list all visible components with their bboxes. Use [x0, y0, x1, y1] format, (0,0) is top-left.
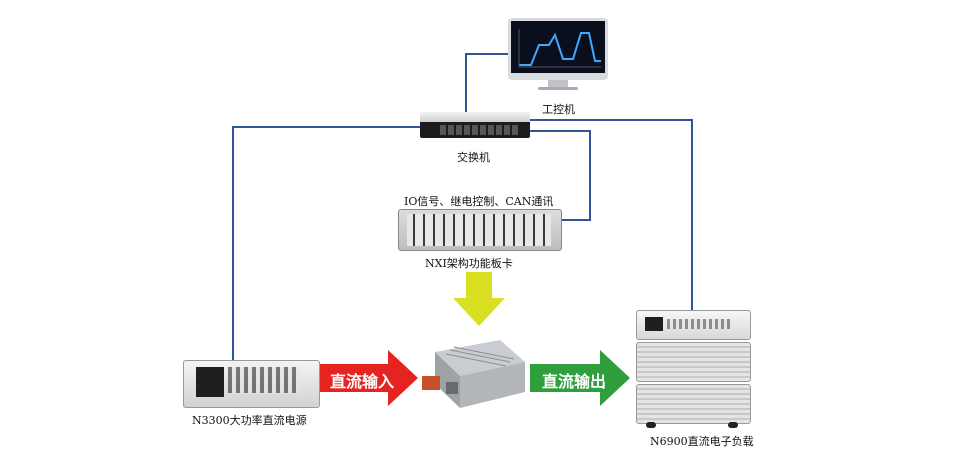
- input-arrow-label: 直流输入: [330, 372, 395, 391]
- monitor-base: [538, 87, 578, 90]
- link-switch-load: [530, 119, 693, 310]
- output-arrow-label: 直流输出: [542, 372, 607, 391]
- network-switch: [420, 112, 530, 138]
- dut-module: [420, 332, 530, 412]
- link-switch-power: [232, 126, 424, 360]
- ipc-monitor: [508, 18, 608, 90]
- switch-label: 交换机: [457, 151, 490, 164]
- nxi-label: NXI架构功能板卡: [425, 257, 513, 270]
- power-supply: [183, 360, 320, 408]
- load-label: N6900直流电子负载: [650, 435, 754, 448]
- power-supply-label: N3300大功率直流电源: [192, 414, 307, 427]
- monitor-screen: [508, 18, 608, 80]
- ipc-label: 工控机: [542, 103, 575, 116]
- nxi-top-label: IO信号、继电控制、CAN通讯: [404, 195, 554, 208]
- monitor-stand: [548, 80, 568, 88]
- link-switch-ipc: [465, 53, 512, 112]
- link-switch-nxi: [530, 130, 591, 221]
- nxi-chassis: [398, 209, 562, 251]
- monitor-waveform-icon: [518, 29, 601, 68]
- electronic-load: [636, 310, 751, 428]
